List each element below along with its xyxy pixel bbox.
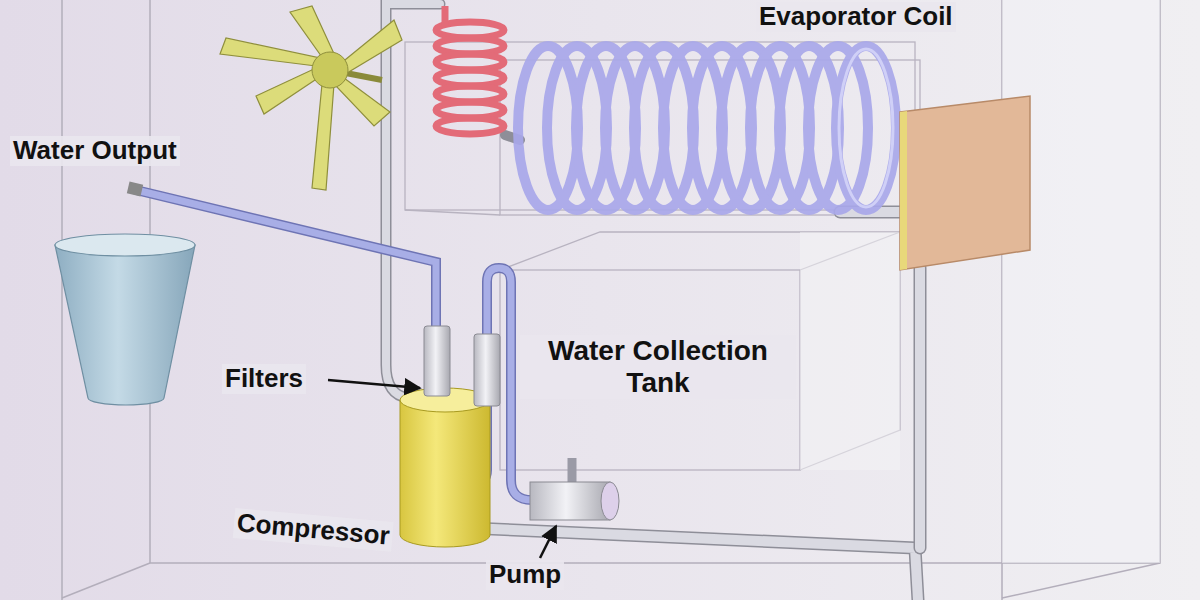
- leader-arrow: [328, 380, 420, 388]
- filters: [424, 326, 500, 406]
- part-label: Water Collection Tank: [520, 335, 796, 399]
- part-label: Water Output: [10, 136, 180, 166]
- water-collection-tank: [500, 232, 900, 470]
- pump: [530, 458, 619, 520]
- part-label: Evaporator Coil: [756, 2, 956, 32]
- tank-side: [800, 232, 900, 470]
- coil-highlight: [839, 49, 893, 207]
- control-panel: [900, 96, 1030, 270]
- leader-arrow: [540, 526, 556, 558]
- cup: [55, 234, 195, 405]
- panel-edge: [900, 111, 907, 270]
- part-label: Compressor: [233, 508, 394, 552]
- housing-outline: [62, 0, 1160, 600]
- part-label: Pump: [486, 560, 564, 590]
- compressor: [400, 388, 490, 547]
- refrigerant-pipe: [386, 4, 920, 600]
- condenser-coil: [436, 6, 504, 134]
- evaporator-coil: [518, 46, 896, 210]
- part-label: Filters: [222, 364, 306, 394]
- evaporator-compartment: [405, 42, 920, 215]
- housing-side: [1002, 0, 1160, 563]
- fan: [220, 6, 402, 190]
